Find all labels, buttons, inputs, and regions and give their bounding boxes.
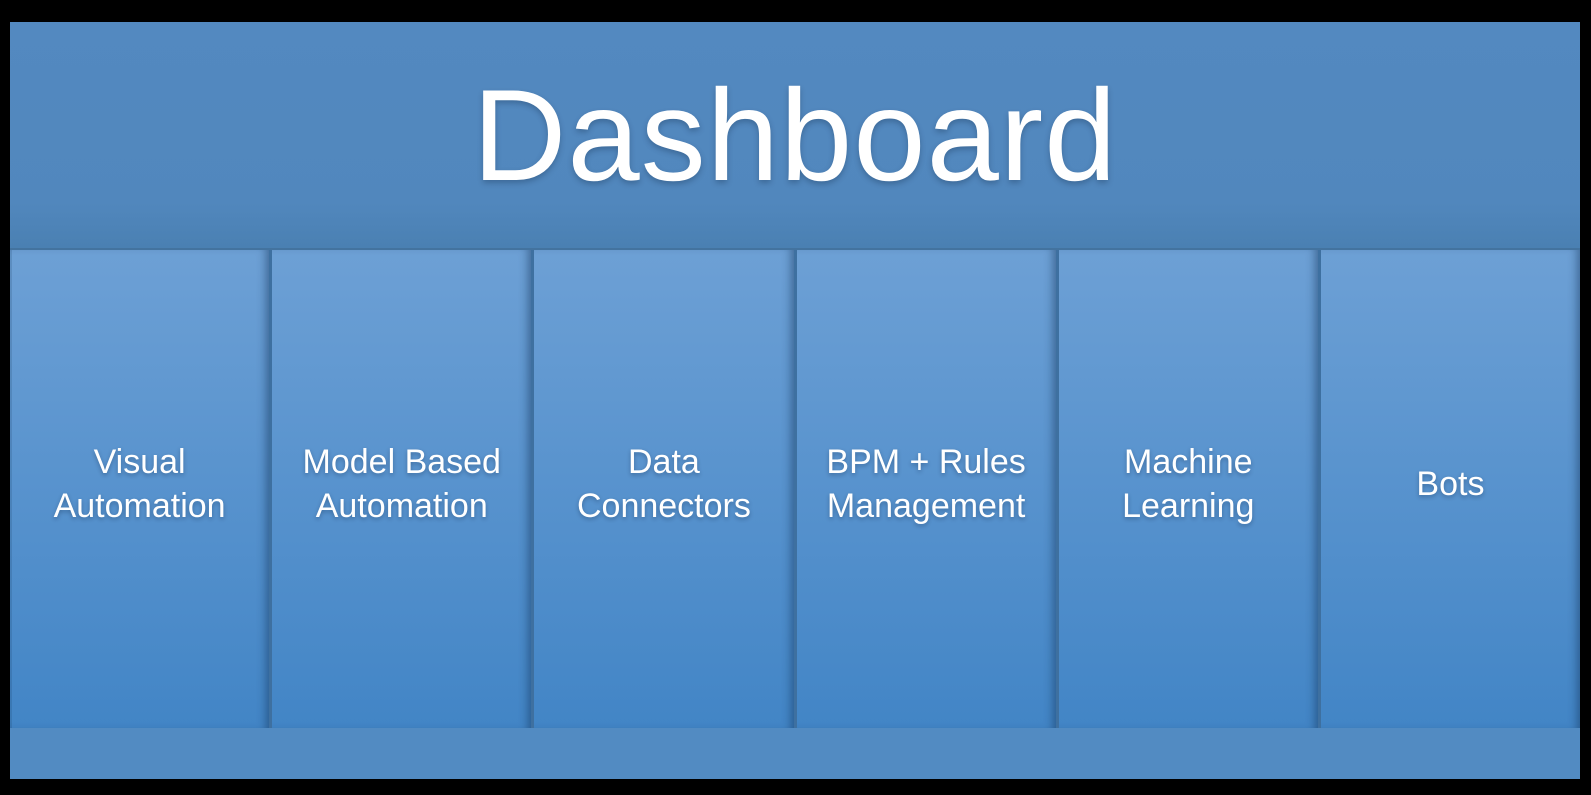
tile-label: Bots: [1416, 465, 1485, 503]
header-banner: Dashboard: [10, 22, 1580, 250]
tile-model-based-automation[interactable]: Model Based Automation: [272, 250, 532, 728]
tile-label: BPM + Rules Management: [826, 443, 1026, 525]
dashboard-slide: Dashboard Visual Automation Model Based …: [10, 22, 1581, 779]
tile-data-connectors[interactable]: Data Connectors: [534, 250, 794, 728]
tile-row: Visual Automation Model Based Automation…: [10, 250, 1581, 728]
tile-label: Data Connectors: [576, 443, 751, 525]
tile-label: Visual Automation: [53, 443, 226, 525]
tile-bots[interactable]: Bots: [1320, 250, 1581, 728]
tile-visual-automation[interactable]: Visual Automation: [10, 250, 270, 728]
footer-strip: [10, 728, 1580, 779]
tile-label: Machine Learning: [1122, 443, 1255, 525]
tile-bpm-rules-management[interactable]: BPM + Rules Management: [796, 250, 1056, 728]
tile-label: Model Based Automation: [302, 443, 501, 525]
tile-machine-learning[interactable]: Machine Learning: [1058, 250, 1318, 728]
page-title: Dashboard: [472, 62, 1118, 208]
